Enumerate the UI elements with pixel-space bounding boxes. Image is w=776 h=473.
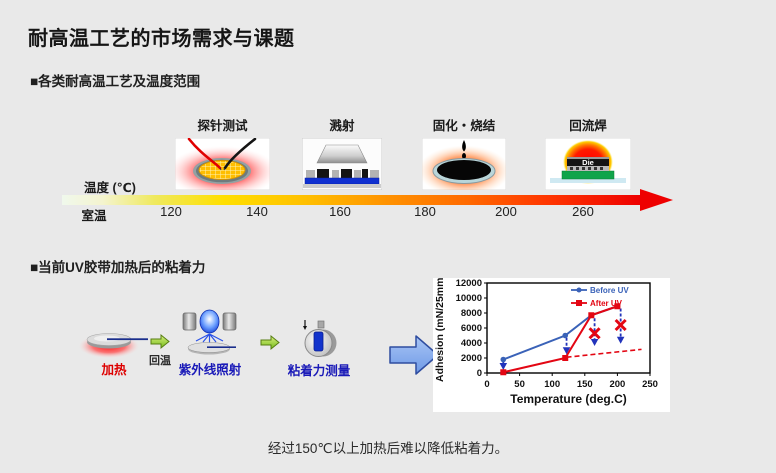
temperature-arrowhead-icon [640,189,673,211]
process-label-reflow: 回流焊 [569,119,607,133]
section1-heading: ■各类耐高温工艺及温度范围 [30,74,201,89]
heating-wafer-icon [78,318,150,362]
section2-heading: ■当前UV胶带加热后的粘着力 [30,260,206,275]
svg-text:Before UV: Before UV [590,286,629,295]
temperature-axis-label: 温度 (℃) [84,181,136,195]
rewarm-label: 回温 [149,355,171,367]
temp-tick-140: 140 [246,204,268,219]
svg-text:12000: 12000 [456,278,482,289]
step-arrow-icon-2 [259,334,281,351]
room-temp-label: 室温 [81,209,107,223]
page-title: 耐高温工艺的市场需求与课题 [28,28,295,50]
svg-text:6000: 6000 [461,323,482,334]
temp-tick-260: 260 [572,204,594,219]
adhesion-chart-svg: 0 50 100 150 200 250 0 2000 4000 6000 8000 10000 120… [434,278,658,406]
svg-text:4000: 4000 [461,338,482,349]
svg-text:50: 50 [514,379,525,390]
sputtering-image [302,138,382,190]
uv-lamp-icon [182,308,237,358]
svg-text:150: 150 [577,379,593,390]
curing-sintering-icon [422,138,506,190]
temp-tick-180: 180 [414,204,436,219]
svg-text:8000: 8000 [461,308,482,319]
svg-text:2000: 2000 [461,353,482,364]
svg-text:0: 0 [477,368,482,379]
probe-test-image [175,138,270,190]
svg-text:Temperature (deg.C): Temperature (deg.C) [510,392,626,406]
svg-text:10000: 10000 [456,293,482,304]
temperature-gradient-arrow [62,195,640,205]
sputtering-icon [302,138,382,190]
reflow-icon: Die [545,138,631,190]
temp-tick-120: 120 [160,204,182,219]
probe-test-icon [175,138,270,190]
svg-text:250: 250 [642,379,658,390]
curing-sintering-image [422,138,506,190]
die-text: Die [582,158,594,167]
svg-text:Adhesion (mN/25mm): Adhesion (mN/25mm) [434,278,446,382]
step-arrow-icon [149,333,171,350]
svg-text:0: 0 [484,379,489,390]
process-label-probe-test: 探针测试 [197,119,248,133]
svg-text:100: 100 [544,379,560,390]
adhesion-gauge-icon [297,316,341,362]
process-label-curing-sintering: 固化・烧结 [432,119,496,133]
reflow-image: Die [545,138,631,190]
uv-irradiation-label: 紫外线照射 [178,363,242,377]
svg-text:After UV: After UV [590,299,623,308]
adhesion-measure-label: 粘着力测量 [287,364,351,378]
bottom-note: 经过150℃以上加热后难以降低粘着力。 [267,441,509,456]
temp-tick-200: 200 [495,204,517,219]
process-label-sputtering: 溅射 [329,119,355,133]
temp-tick-160: 160 [329,204,351,219]
svg-text:200: 200 [609,379,625,390]
heat-label: 加热 [101,363,127,377]
big-blue-arrow-icon [387,332,441,378]
adhesion-chart: 0 50 100 150 200 250 0 2000 4000 6000 8000 10000 120… [433,278,670,412]
